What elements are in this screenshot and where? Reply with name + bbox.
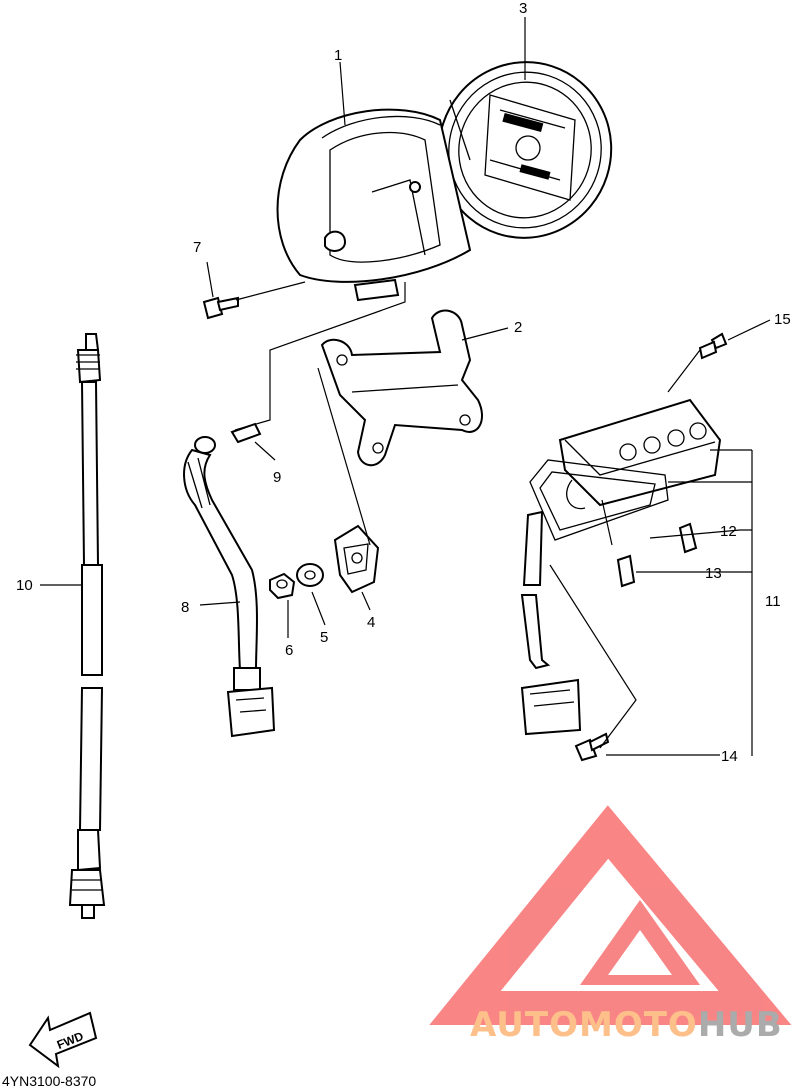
label-part-6: 6 <box>285 642 293 659</box>
nut-part <box>269 572 296 600</box>
washer-part <box>296 563 324 587</box>
grommet-part <box>333 524 380 594</box>
meter-bracket <box>320 309 483 467</box>
screw-part-14 <box>574 732 610 762</box>
drawing-code: 4YN3100-8370 <box>2 1073 96 1088</box>
triangle-logo-icon <box>429 805 792 1025</box>
leader-lines <box>40 17 771 756</box>
label-part-7: 7 <box>193 239 201 256</box>
label-part-9: 9 <box>273 469 281 486</box>
lead-wire-part <box>183 436 276 738</box>
label-part-14: 14 <box>721 748 738 765</box>
speedometer-gauge <box>428 61 613 239</box>
label-part-11: 11 <box>765 593 781 610</box>
screw-part-15 <box>698 332 728 360</box>
label-part-12: 12 <box>720 523 737 540</box>
label-part-1: 1 <box>334 47 342 64</box>
bulb-part-12 <box>678 522 698 554</box>
label-part-13: 13 <box>705 565 722 582</box>
label-part-5: 5 <box>320 629 328 646</box>
screw-part-7 <box>202 296 239 320</box>
watermark-auto: AUTO <box>470 1005 579 1045</box>
indicator-light-assembly <box>520 398 722 736</box>
meter-housing <box>276 108 472 302</box>
watermark-moto: MOTO <box>579 1005 698 1045</box>
label-part-2: 2 <box>514 319 522 336</box>
watermark-text: AUTOMOTOHUB <box>470 1005 783 1045</box>
label-part-3: 3 <box>519 0 527 17</box>
label-part-15: 15 <box>774 311 791 328</box>
label-part-8: 8 <box>181 599 189 616</box>
fwd-arrow-icon: FWD <box>28 1011 98 1069</box>
label-part-4: 4 <box>367 614 375 631</box>
speedometer-cable-part <box>68 333 106 919</box>
watermark-hub: HUB <box>698 1005 783 1045</box>
label-part-10: 10 <box>16 577 33 594</box>
bulb-part-13 <box>616 554 636 588</box>
